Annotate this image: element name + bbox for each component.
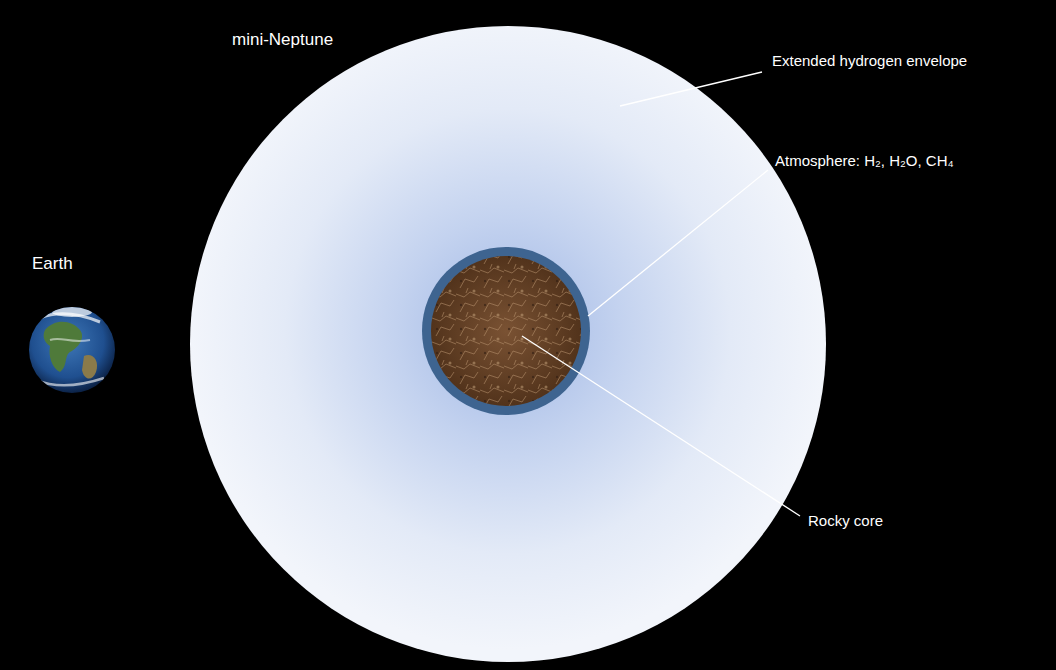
rocky-core — [431, 256, 581, 406]
leader-line — [588, 170, 768, 316]
atmosphere-layer — [422, 247, 590, 415]
part-label: Rocky core — [808, 512, 883, 530]
part-label: Atmosphere: H₂, H₂O, CH₄ — [775, 152, 954, 170]
rock-texture — [431, 256, 581, 406]
hydrogen-envelope — [190, 26, 826, 662]
planet-title: Earth — [32, 254, 73, 274]
planet-title: mini-Neptune — [232, 30, 333, 50]
leader-line — [620, 72, 762, 106]
part-label: Extended hydrogen envelope — [772, 52, 967, 70]
leader-line — [522, 336, 800, 516]
earth-globe — [29, 307, 115, 393]
